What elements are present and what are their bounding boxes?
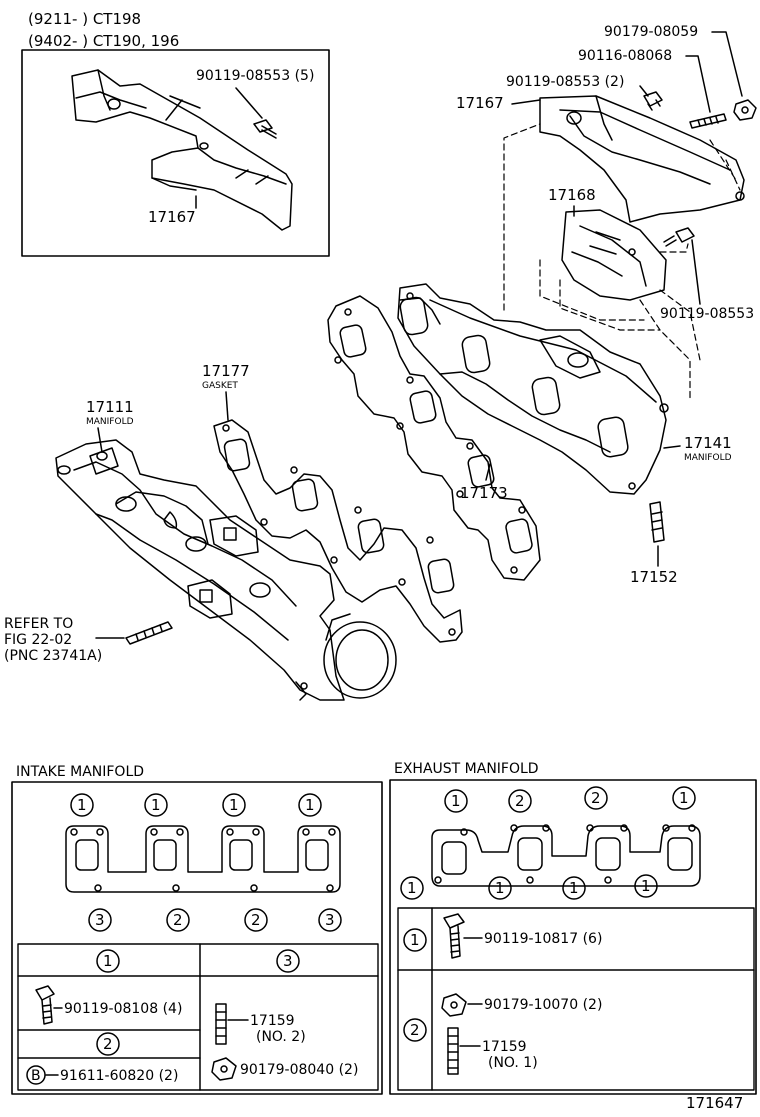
stud-bolt-icon — [689, 113, 727, 129]
intake-bottom-mark: 2 — [251, 911, 261, 929]
exhaust-top-mark: 2 — [591, 789, 601, 807]
exhaust-top-mark: 1 — [451, 792, 461, 810]
exhaust-bottom-mark: 1 — [641, 877, 651, 895]
exhaust-bottom-mark: 1 — [495, 879, 505, 897]
intake-diagram-gasket — [65, 825, 341, 893]
exhaust-diagram-gasket — [431, 824, 701, 887]
refer-stud-icon — [125, 621, 173, 645]
inset-bolt-label: 90119-08553 (5) — [196, 68, 314, 84]
lower-cover-label: 17168 — [548, 186, 596, 204]
intake-nut3-label: 90179-08040 (2) — [240, 1062, 358, 1078]
intake-bottom-marks: 3 2 2 3 — [88, 908, 342, 932]
exhaust-bolt1-icon — [443, 913, 465, 959]
intake-bolt1-icon — [35, 985, 55, 1025]
intake-stud3-label-b: (NO. 2) — [256, 1029, 306, 1045]
manifold-stud-label: 17152 — [630, 568, 678, 586]
intake-stud3-label-a: 17159 — [250, 1013, 295, 1029]
exhaust-table-title: EXHAUST MANIFOLD — [394, 761, 539, 777]
exhaust-manifold-label: 17141 — [684, 434, 732, 452]
exhaust-manifold-gasket — [327, 295, 541, 581]
intake-gasket-sub: GASKET — [202, 381, 238, 391]
lower-bolt-label: 90119-08553 — [660, 306, 754, 322]
exhaust-bottom-marks: 1 1 1 1 — [400, 874, 658, 900]
intake-col2-head: 2 — [103, 1035, 113, 1053]
intake-legend-table — [17, 943, 379, 1091]
intake-sensor-boss-2 — [187, 579, 233, 619]
exhaust-legend-table — [397, 907, 755, 1091]
exhaust-bottom-mark: 1 — [569, 879, 579, 897]
inset-box — [21, 49, 330, 257]
refer-line-3: (PNC 23741A) — [4, 648, 102, 664]
intake-manifold-sub: MANIFOLD — [86, 417, 134, 427]
intake-bottom-mark: 2 — [173, 911, 183, 929]
exhaust-row1-bolt: 90119-10817 (6) — [484, 931, 602, 947]
lower-heat-insulator — [561, 209, 667, 301]
intake-nut3-icon — [211, 1057, 237, 1081]
intake-stud3-icon — [215, 1003, 227, 1045]
exhaust-row2-stud-b: (NO. 1) — [488, 1055, 538, 1071]
intake-top-mark: 1 — [151, 796, 161, 814]
intake-col1-head: 1 — [103, 952, 113, 970]
refer-line-1: REFER TO — [4, 616, 73, 632]
exhaust-row2-nut: 90179-10070 (2) — [484, 997, 602, 1013]
header-line-1: (9211- ) CT198 — [28, 10, 141, 28]
intake-top-mark: 1 — [229, 796, 239, 814]
intake-bolt1-label: 90119-08108 (4) — [64, 1001, 182, 1017]
upper-heat-insulator — [539, 95, 745, 223]
intake-manifold-gasket — [213, 419, 463, 643]
inset-heat-cover — [71, 69, 293, 231]
intake-manifold-label: 17111 — [86, 398, 134, 416]
intake-top-mark: 1 — [77, 796, 87, 814]
exhaust-row2-mark: 2 — [410, 1021, 420, 1039]
exhaust-nut-icon — [441, 993, 467, 1017]
nut-label-top: 90179-08059 — [604, 24, 698, 40]
refer-line-2: FIG 22-02 — [4, 632, 72, 648]
intake-gasket-label: 17177 — [202, 362, 250, 380]
exhaust-manifold — [397, 283, 669, 495]
intake-table-title: INTAKE MANIFOLD — [16, 764, 144, 780]
bolt-label-upper: 90119-08553 (2) — [506, 74, 624, 90]
exhaust-top-mark: 1 — [679, 789, 689, 807]
header-line-2: (9402- ) CT190, 196 — [28, 32, 179, 50]
intake-table-frame — [11, 781, 383, 1095]
exhaust-stud-icon — [447, 1027, 459, 1075]
exhaust-top-marks: 1 2 2 1 — [444, 786, 696, 813]
inset-bolt — [235, 87, 277, 139]
exhaust-row1-mark: 1 — [410, 931, 420, 949]
intake-sensor-boss — [209, 515, 259, 557]
exhaust-row2-stud-a: 17159 — [482, 1039, 527, 1055]
intake-top-marks: 1 1 1 1 — [70, 793, 322, 817]
intake-manifold — [55, 439, 397, 701]
figure-number: 171647 — [686, 1094, 743, 1112]
lower-bolt-icon — [663, 227, 695, 247]
exhaust-top-mark: 2 — [515, 792, 525, 810]
intake-top-mark: 1 — [305, 796, 315, 814]
manifold-stud-icon — [649, 501, 665, 543]
stud-label-top: 90116-08068 — [578, 48, 672, 64]
hex-nut-icon — [733, 99, 757, 121]
exhaust-bottom-mark: 1 — [407, 879, 417, 897]
flange-bolt-icon — [643, 91, 663, 111]
intake-b-mark: B — [31, 1068, 41, 1084]
alignment-dashed-lines — [503, 123, 741, 399]
intake-bottom-mark: 3 — [95, 911, 105, 929]
intake-col3-head: 3 — [283, 952, 293, 970]
exhaust-table-frame — [389, 779, 757, 1095]
intake-bolt2-label: 91611-60820 (2) — [60, 1068, 178, 1084]
exhaust-gasket-label: 17173 — [460, 484, 508, 502]
exhaust-manifold-sub: MANIFOLD — [684, 453, 732, 463]
inset-cover-label: 17167 — [148, 208, 196, 226]
intake-bottom-mark: 3 — [325, 911, 335, 929]
cover-label-upper: 17167 — [456, 94, 504, 112]
